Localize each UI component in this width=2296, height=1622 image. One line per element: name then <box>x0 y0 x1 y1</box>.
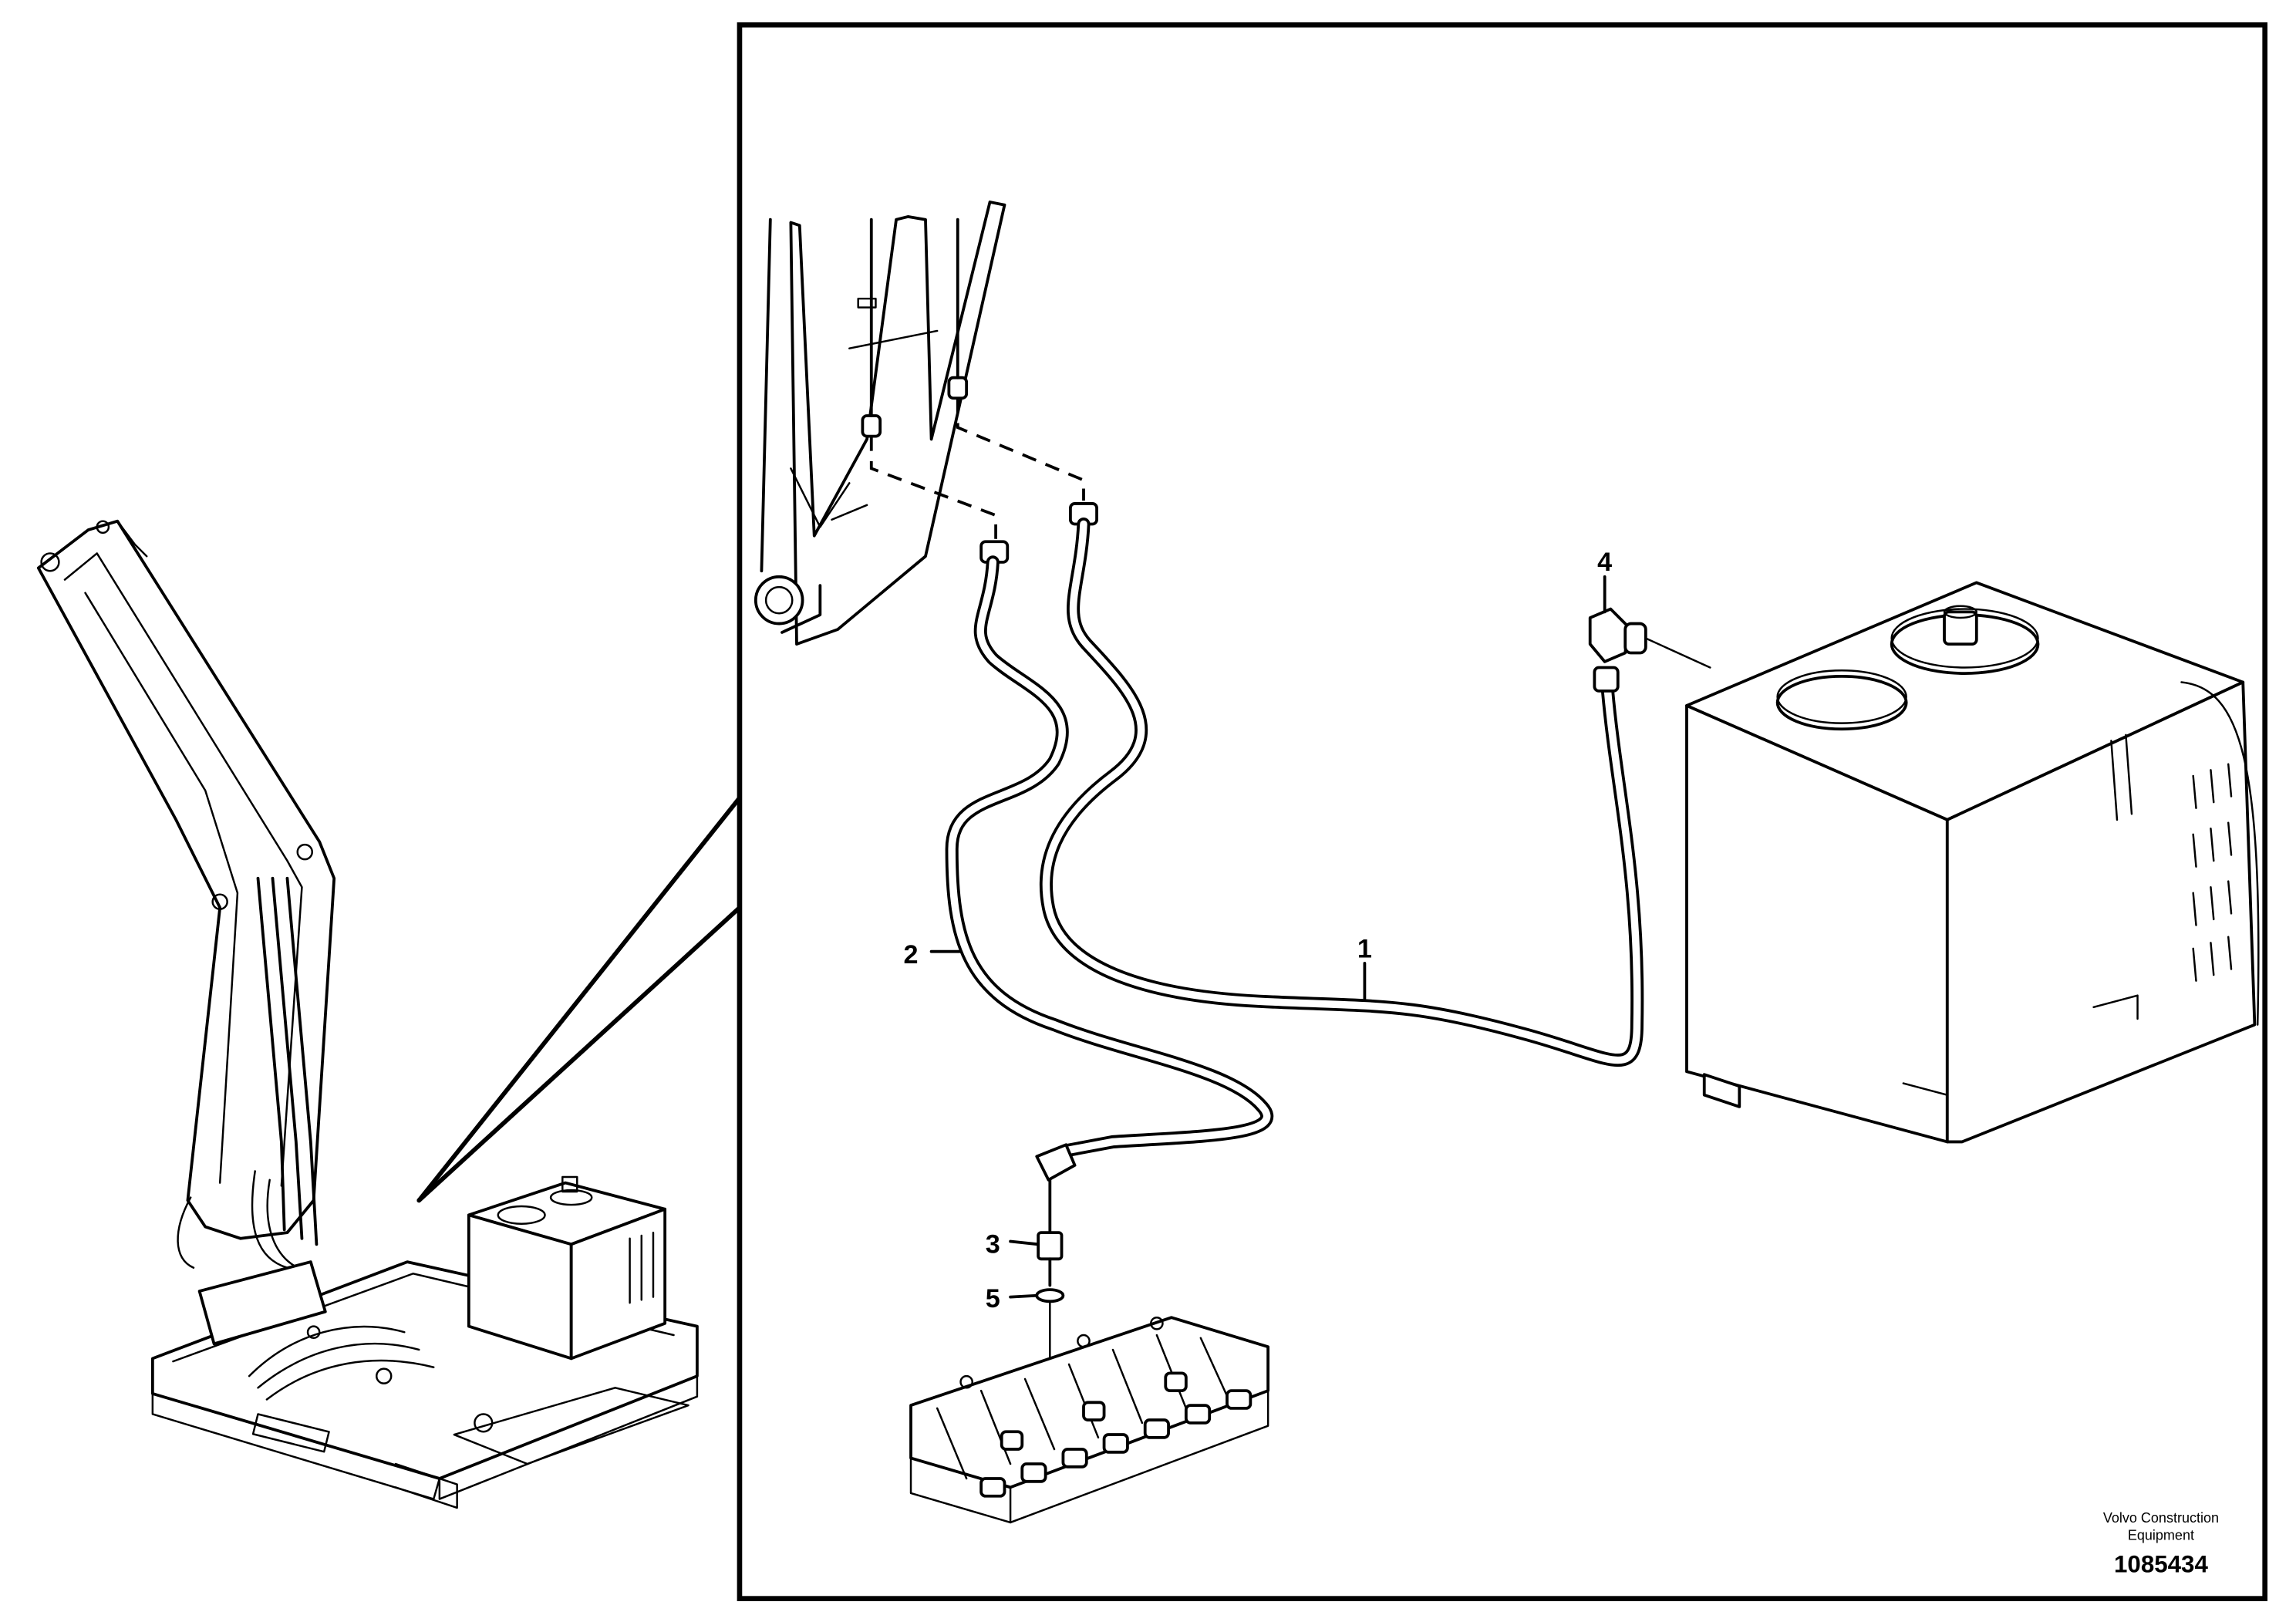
excavator-overview <box>36 519 699 1509</box>
callout-5: 5 <box>986 1284 1000 1313</box>
hose-2 <box>945 540 1274 1182</box>
callout-3: 3 <box>986 1230 1000 1259</box>
callout-1: 1 <box>1357 934 1372 963</box>
callout-leaders <box>929 575 1607 1299</box>
detail-leader-lines <box>416 795 742 1203</box>
part-3-adapter <box>1037 1178 1064 1287</box>
detail-frame <box>737 22 2268 1601</box>
callout-2: 2 <box>904 940 919 969</box>
document-number: 1085434 <box>2114 1550 2208 1577</box>
alignment-guides <box>869 398 1085 542</box>
hydraulic-tank <box>1685 581 2260 1144</box>
hose-1 <box>1039 502 1644 1067</box>
callout-4: 4 <box>1597 548 1612 577</box>
control-valve-block <box>909 1316 1270 1524</box>
brand-line-2: Equipment <box>2128 1528 2194 1543</box>
arm-section <box>754 201 1006 646</box>
part-4-elbow-fitting <box>1588 607 1711 669</box>
brand-line-1: Volvo Construction <box>2103 1510 2219 1526</box>
